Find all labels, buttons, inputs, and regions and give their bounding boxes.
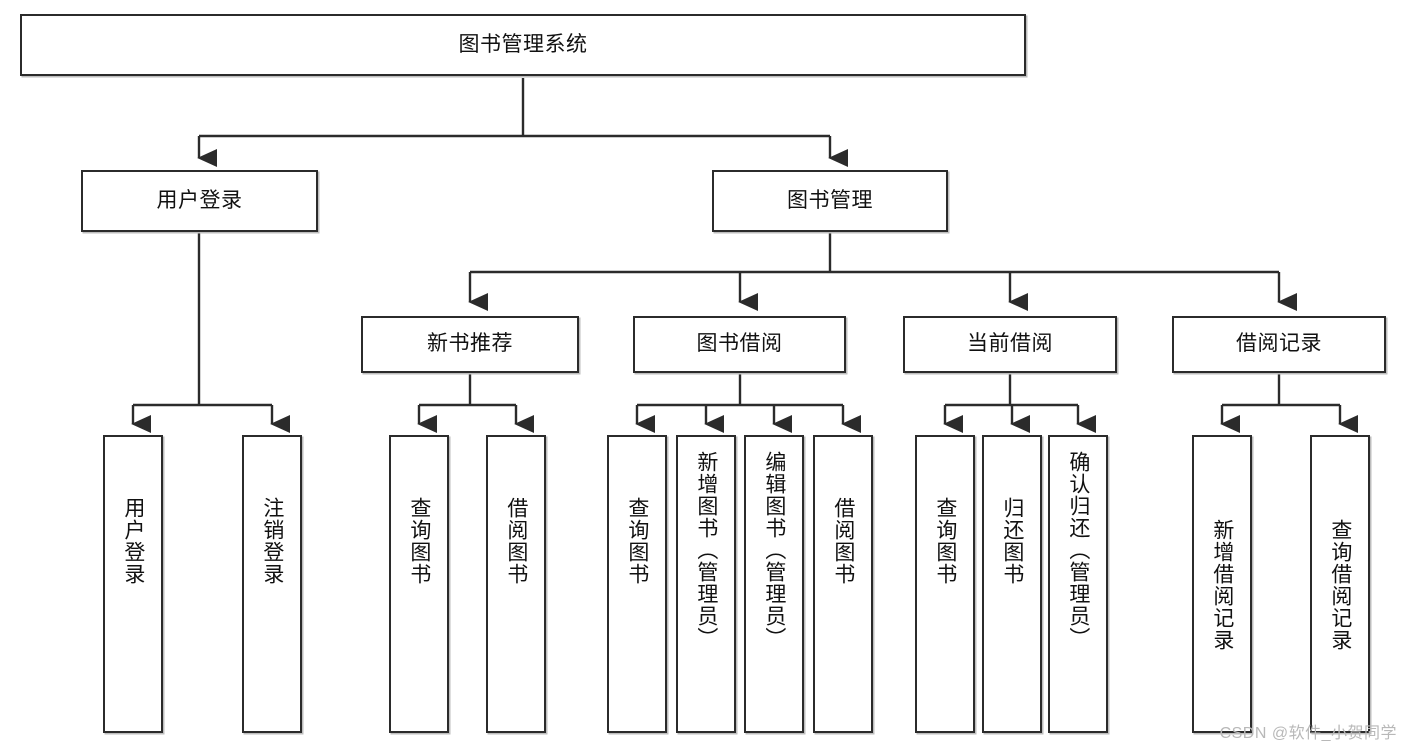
leaf-book-borrow-add-book-admin[interactable]: 新增图书（管理员） (676, 435, 736, 733)
node-label: 图书管理 (787, 188, 873, 212)
node-label: 归还图书 (1000, 497, 1024, 585)
leaf-current-borrow-query-book[interactable]: 查询图书 (915, 435, 975, 733)
watermark-text: CSDN @软件_小贺同学 (1219, 725, 1397, 742)
node-label: 新增借阅记录 (1210, 519, 1234, 651)
node-label: 确认归还（管理员） (1066, 451, 1090, 649)
node-new-book-recommend[interactable]: 新书推荐 (361, 316, 579, 373)
leaf-user-login-login[interactable]: 用户登录 (103, 435, 163, 733)
node-label: 用户登录 (121, 497, 145, 585)
leaf-book-borrow-query-book[interactable]: 查询图书 (607, 435, 667, 733)
node-book-management[interactable]: 图书管理 (712, 170, 948, 232)
node-label: 当前借阅 (967, 332, 1053, 356)
node-root-book-management-system[interactable]: 图书管理系统 (20, 14, 1026, 76)
node-label: 注销登录 (260, 497, 284, 585)
node-user-login[interactable]: 用户登录 (81, 170, 318, 232)
node-label: 查询图书 (625, 497, 649, 585)
node-borrow-record[interactable]: 借阅记录 (1172, 316, 1386, 373)
node-label: 查询图书 (407, 497, 431, 585)
node-label: 新增图书（管理员） (694, 451, 718, 649)
leaf-borrow-record-add-record[interactable]: 新增借阅记录 (1192, 435, 1252, 733)
node-label: 借阅记录 (1236, 332, 1322, 356)
node-label: 编辑图书（管理员） (762, 451, 786, 649)
node-current-borrow[interactable]: 当前借阅 (903, 316, 1117, 373)
leaf-user-login-logout[interactable]: 注销登录 (242, 435, 302, 733)
node-label: 查询图书 (933, 497, 957, 585)
node-label: 图书借阅 (696, 332, 783, 356)
node-label: 查询借阅记录 (1328, 519, 1352, 651)
leaf-current-borrow-confirm-return-admin[interactable]: 确认归还（管理员） (1048, 435, 1108, 733)
leaf-book-borrow-edit-book-admin[interactable]: 编辑图书（管理员） (744, 435, 804, 733)
node-label: 借阅图书 (504, 497, 528, 585)
node-label: 图书管理系统 (458, 32, 588, 56)
leaf-book-borrow-borrow-book[interactable]: 借阅图书 (813, 435, 873, 733)
node-label: 借阅图书 (831, 497, 855, 585)
node-book-borrow[interactable]: 图书借阅 (633, 316, 846, 373)
leaf-new-book-query-book[interactable]: 查询图书 (389, 435, 449, 733)
node-label: 新书推荐 (427, 332, 513, 356)
leaf-new-book-borrow-book[interactable]: 借阅图书 (486, 435, 546, 733)
leaf-current-borrow-return-book[interactable]: 归还图书 (982, 435, 1042, 733)
leaf-borrow-record-query-record[interactable]: 查询借阅记录 (1310, 435, 1370, 733)
node-label: 用户登录 (156, 188, 243, 212)
